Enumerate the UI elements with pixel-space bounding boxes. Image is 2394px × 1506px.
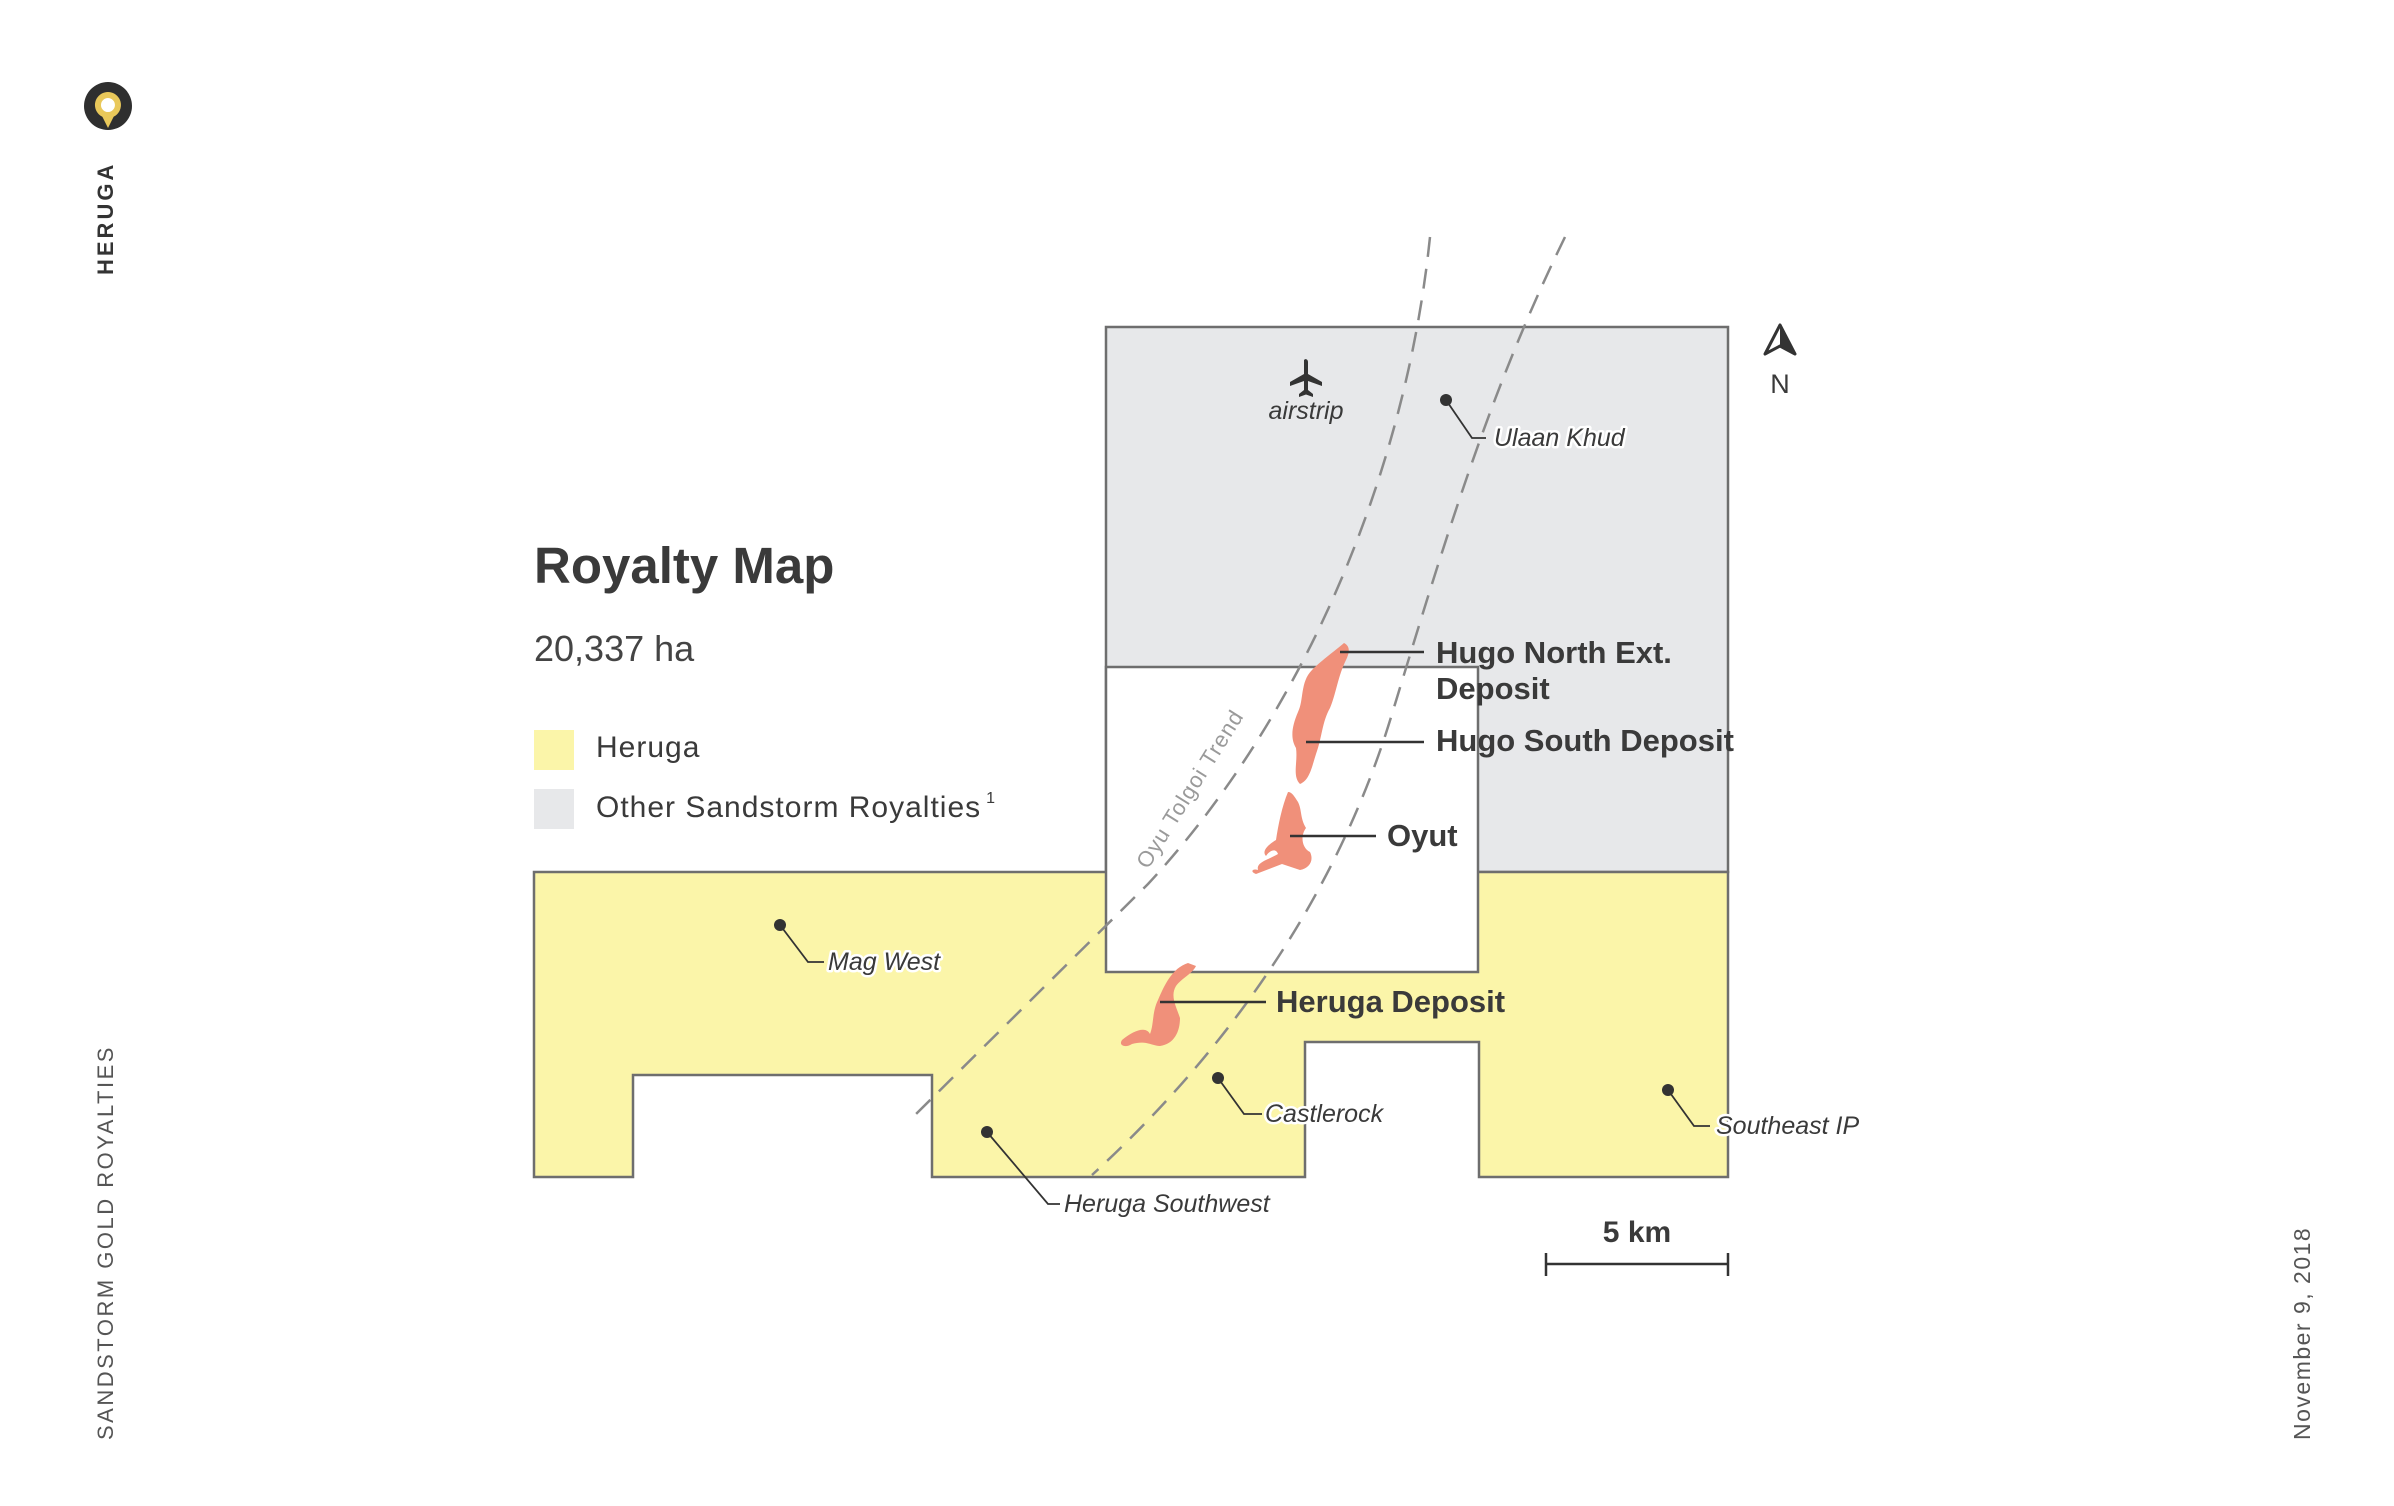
ulaan-khud-label: Ulaan Khud [1494, 424, 1626, 452]
castlerock-leader [1217, 1077, 1262, 1115]
southeast-ip-marker [1662, 1084, 1674, 1096]
heruga-deposit-label: Heruga Deposit [1276, 984, 1505, 1019]
castlerock-marker [1212, 1072, 1224, 1084]
legend-swatch-heruga [534, 730, 574, 770]
oyut-deposit [1252, 792, 1312, 874]
hugo-north-label-1: Hugo North Ext. [1436, 635, 1672, 670]
scale-label: 5 km [1603, 1216, 1671, 1249]
mag-west-leader [779, 924, 824, 963]
ulaan-khud-marker [1440, 394, 1452, 406]
north-label: N [1770, 369, 1790, 399]
brand-logo-icon [84, 82, 132, 130]
legend-swatch-other [534, 789, 574, 829]
hugo-south-label: Hugo South Deposit [1436, 723, 1734, 758]
airplane-icon [1290, 359, 1322, 397]
castlerock-label: Castlerock [1265, 1100, 1385, 1128]
map-area: 20,337 ha [534, 628, 695, 669]
heruga-deposit [1120, 963, 1196, 1047]
mag-west-marker [774, 919, 786, 931]
airstrip-label: airstrip [1268, 397, 1343, 425]
hugo-north-label-2: Deposit [1436, 671, 1550, 706]
heruga-southwest-label: Heruga Southwest [1064, 1190, 1271, 1218]
legend-footnote-marker: 1 [986, 790, 997, 807]
legend-label-heruga: Heruga [596, 731, 701, 764]
trend-line-east [1091, 236, 1567, 1176]
trend-line-west [911, 236, 1432, 1119]
hugo-north-deposit [1292, 643, 1349, 784]
ulaan-khud-leader [1445, 399, 1486, 439]
north-arrow-icon [1763, 323, 1797, 356]
southeast-ip-label: Southeast IP [1716, 1112, 1859, 1140]
scale-bar [1544, 1253, 1730, 1276]
oyut-label: Oyut [1387, 818, 1458, 853]
map-title: Royalty Map [534, 537, 835, 594]
southeast-ip-leader [1667, 1089, 1710, 1127]
heruga-southwest-marker [981, 1126, 993, 1138]
heruga-southwest-leader [986, 1131, 1060, 1205]
mag-west-label: Mag West [828, 948, 941, 976]
